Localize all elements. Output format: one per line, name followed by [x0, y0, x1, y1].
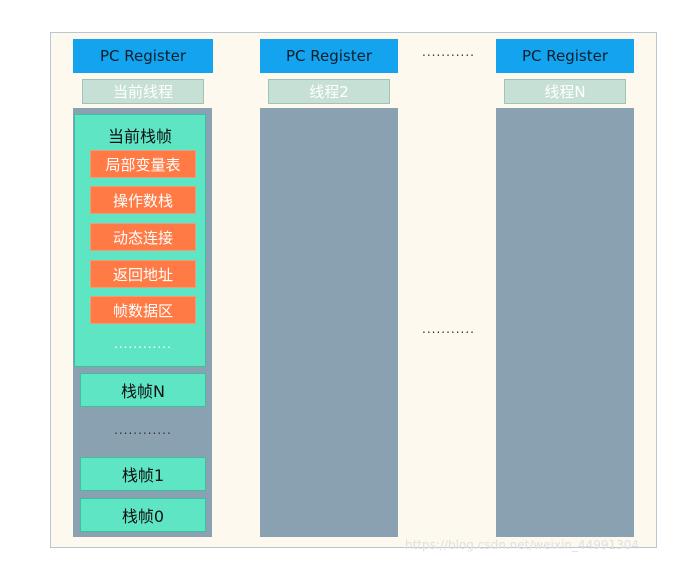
current-stack-frame-title: 当前栈帧 [107, 127, 172, 146]
pc-register-2: PC Register [260, 39, 398, 73]
frame-item-frame-data: 帧数据区 [90, 296, 196, 324]
thread-label-current: 当前线程 [82, 79, 204, 104]
pc-register-1: PC Register [73, 39, 213, 73]
frame-item-dynamic-linking: 动态连接 [90, 223, 196, 251]
watermark: https://blog.csdn.net/weixin_44991304 [405, 538, 640, 552]
thread-label-2: 线程2 [268, 79, 390, 104]
threads-ellipsis-top: ........... [422, 45, 475, 59]
stack-frame-n: 栈帧N [80, 373, 206, 407]
frame-item-operand-stack: 操作数栈 [90, 186, 196, 214]
stack-frame-1: 栈帧1 [80, 457, 206, 491]
frame-item-local-variables: 局部变量表 [90, 150, 196, 178]
stack-thread-n [496, 108, 634, 537]
stack-frame-0: 栈帧0 [80, 498, 206, 532]
stack-thread-2 [260, 108, 398, 537]
frame-item-return-address: 返回地址 [90, 260, 196, 288]
current-frame-ellipsis: ............ [114, 337, 172, 351]
thread-label-n: 线程N [504, 79, 626, 104]
stack-frames-ellipsis: ............ [114, 423, 172, 437]
threads-ellipsis-middle: ........... [422, 322, 475, 336]
pc-register-n: PC Register [496, 39, 634, 73]
